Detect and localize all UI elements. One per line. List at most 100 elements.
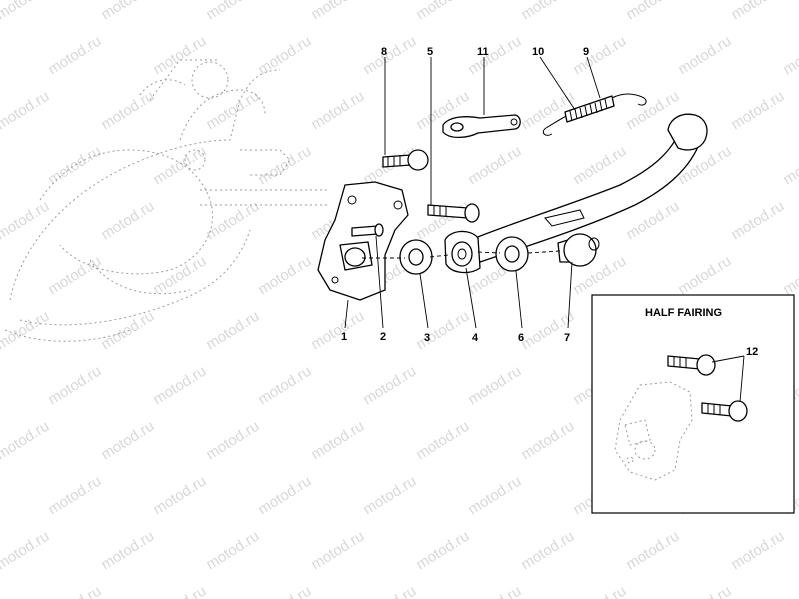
inset-leader-upper bbox=[711, 355, 745, 363]
callout-9: 9 bbox=[583, 46, 589, 58]
watermark-text: motod.ru bbox=[45, 363, 104, 409]
leader-lines bbox=[344, 56, 601, 329]
watermark-text: motod.ru bbox=[465, 33, 524, 79]
callout-12: 12 bbox=[746, 346, 758, 358]
watermark-text: motod.ru bbox=[45, 253, 104, 299]
callout-7: 7 bbox=[564, 332, 570, 344]
watermark-text: motod.ru bbox=[150, 583, 209, 599]
nut-part-7 bbox=[557, 233, 600, 267]
watermark-text: motod.ru bbox=[255, 473, 314, 519]
watermark-text: motod.ru bbox=[203, 418, 262, 464]
watermark-text: motod.ru bbox=[203, 88, 262, 134]
inset-title: HALF FAIRING bbox=[645, 307, 722, 319]
watermark-text: motod.ru bbox=[98, 198, 157, 244]
watermark-text: motod.ru bbox=[570, 583, 629, 599]
watermark-text: motod.ru bbox=[45, 143, 104, 189]
watermark-text: motod.ru bbox=[413, 0, 472, 23]
watermark-text: motod.ru bbox=[728, 528, 787, 574]
washer-part-6 bbox=[495, 236, 529, 272]
watermark-text: motod.ru bbox=[255, 143, 314, 189]
half-fairing-inset: HALF FAIRING 12 bbox=[591, 294, 795, 514]
watermark-text: motod.ru bbox=[308, 528, 367, 574]
pin-part-2 bbox=[351, 223, 384, 237]
watermark-text: motod.ru bbox=[98, 0, 157, 23]
callout-11: 11 bbox=[477, 46, 489, 58]
watermark-text: motod.ru bbox=[150, 473, 209, 519]
watermark-text: motod.ru bbox=[728, 0, 787, 23]
watermark-text: motod.ru bbox=[45, 33, 104, 79]
callout-6: 6 bbox=[518, 332, 524, 344]
watermark-text: motod.ru bbox=[360, 473, 419, 519]
watermark-text: motod.ru bbox=[203, 0, 262, 23]
watermark-text: motod.ru bbox=[623, 0, 682, 23]
inset-bolt-lower bbox=[701, 400, 748, 422]
watermark-text: motod.ru bbox=[413, 528, 472, 574]
watermark-text: motod.ru bbox=[675, 583, 734, 599]
watermark-text: motod.ru bbox=[623, 528, 682, 574]
bracket-plate-part-1 bbox=[317, 181, 409, 301]
watermark-text: motod.ru bbox=[465, 473, 524, 519]
watermark-text: motod.ru bbox=[45, 583, 104, 599]
watermark-text: motod.ru bbox=[465, 583, 524, 599]
watermark-text: motod.ru bbox=[203, 308, 262, 354]
watermark-text: motod.ru bbox=[780, 143, 799, 189]
watermark-text: motod.ru bbox=[98, 528, 157, 574]
watermark-text: motod.ru bbox=[728, 198, 787, 244]
callout-1: 1 bbox=[341, 331, 347, 343]
watermark-text: motod.ru bbox=[150, 253, 209, 299]
watermark-text: motod.ru bbox=[518, 418, 577, 464]
engine-frame-ghost bbox=[4, 59, 330, 342]
watermark-text: motod.ru bbox=[465, 363, 524, 409]
watermark-text: motod.ru bbox=[203, 528, 262, 574]
inset-leader-lower bbox=[739, 355, 745, 403]
watermark-text: motod.ru bbox=[45, 473, 104, 519]
watermark-text: motod.ru bbox=[360, 33, 419, 79]
watermark-text: motod.ru bbox=[0, 88, 52, 134]
watermark-text: motod.ru bbox=[150, 143, 209, 189]
watermark-text: motod.ru bbox=[98, 88, 157, 134]
watermark-text: motod.ru bbox=[308, 308, 367, 354]
callout-4: 4 bbox=[472, 332, 479, 344]
watermark-text: motod.ru bbox=[308, 0, 367, 23]
callout-3: 3 bbox=[424, 332, 430, 344]
watermark-text: motod.ru bbox=[98, 418, 157, 464]
watermark-text: motod.ru bbox=[0, 0, 52, 23]
watermark-text: motod.ru bbox=[465, 143, 524, 189]
watermark-text: motod.ru bbox=[150, 363, 209, 409]
callout-5: 5 bbox=[427, 46, 433, 58]
watermark-text: motod.ru bbox=[360, 583, 419, 599]
watermark-text: motod.ru bbox=[360, 363, 419, 409]
watermark-text: motod.ru bbox=[518, 528, 577, 574]
callout-10: 10 bbox=[532, 46, 544, 58]
watermark-text: motod.ru bbox=[570, 33, 629, 79]
watermark-text: motod.ru bbox=[308, 418, 367, 464]
watermark-text: motod.ru bbox=[0, 198, 52, 244]
watermark-text: motod.ru bbox=[308, 88, 367, 134]
watermark-text: motod.ru bbox=[413, 308, 472, 354]
watermark-text: motod.ru bbox=[255, 583, 314, 599]
link-plate-part-11 bbox=[442, 114, 521, 139]
watermark-text: motod.ru bbox=[0, 528, 52, 574]
callout-8: 8 bbox=[381, 46, 387, 58]
watermark-text: motod.ru bbox=[0, 418, 52, 464]
bolt-part-8 bbox=[382, 149, 429, 171]
watermark-text: motod.ru bbox=[518, 0, 577, 23]
watermark-text: motod.ru bbox=[675, 33, 734, 79]
bolt-part-5 bbox=[427, 203, 480, 223]
watermark-text: motod.ru bbox=[728, 88, 787, 134]
watermark-text: motod.ru bbox=[255, 33, 314, 79]
watermark-text: motod.ru bbox=[675, 253, 734, 299]
watermark-text: motod.ru bbox=[0, 308, 52, 354]
washer-part-3 bbox=[399, 239, 433, 275]
watermark-text: motod.ru bbox=[150, 33, 209, 79]
inset-bracket-ghost bbox=[614, 381, 693, 481]
watermark-text: motod.ru bbox=[203, 198, 262, 244]
side-stand-leg-part-4 bbox=[444, 113, 708, 274]
spring-parts-9-10 bbox=[542, 93, 647, 136]
callout-2: 2 bbox=[380, 331, 386, 343]
callout-numbers: 8 5 11 10 9 1 2 3 4 6 7 bbox=[341, 46, 589, 344]
watermark-text: motod.ru bbox=[413, 418, 472, 464]
watermark-text: motod.ru bbox=[255, 363, 314, 409]
watermark-text: motod.ru bbox=[780, 583, 799, 599]
